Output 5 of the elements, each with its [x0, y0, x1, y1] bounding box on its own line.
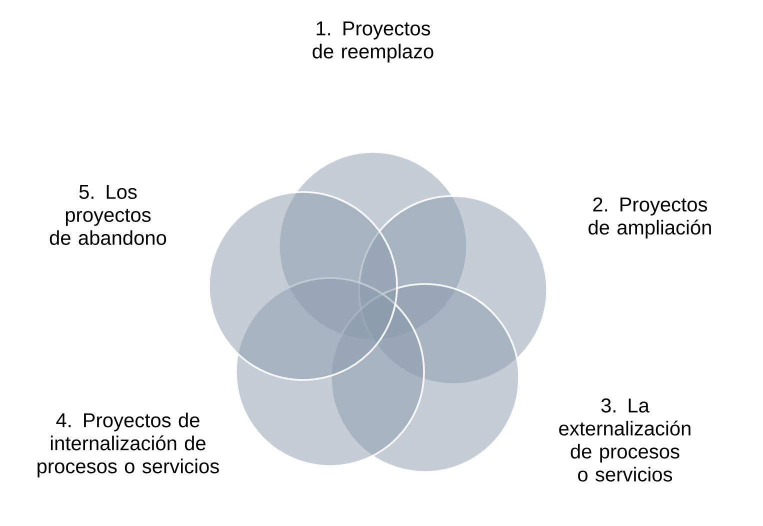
- circle-label: 2. Proyectos de ampliación: [588, 197, 711, 239]
- circle-label: 1. Proyectos de reemplazo: [312, 22, 434, 62]
- circle-label: 5. Los proyectos de abandono: [50, 185, 166, 245]
- circle-label: 4. Proyectos de internalización de procesos o servicios: [38, 412, 219, 478]
- circle-label: 3. La externalización de procesos o servicios: [559, 398, 690, 482]
